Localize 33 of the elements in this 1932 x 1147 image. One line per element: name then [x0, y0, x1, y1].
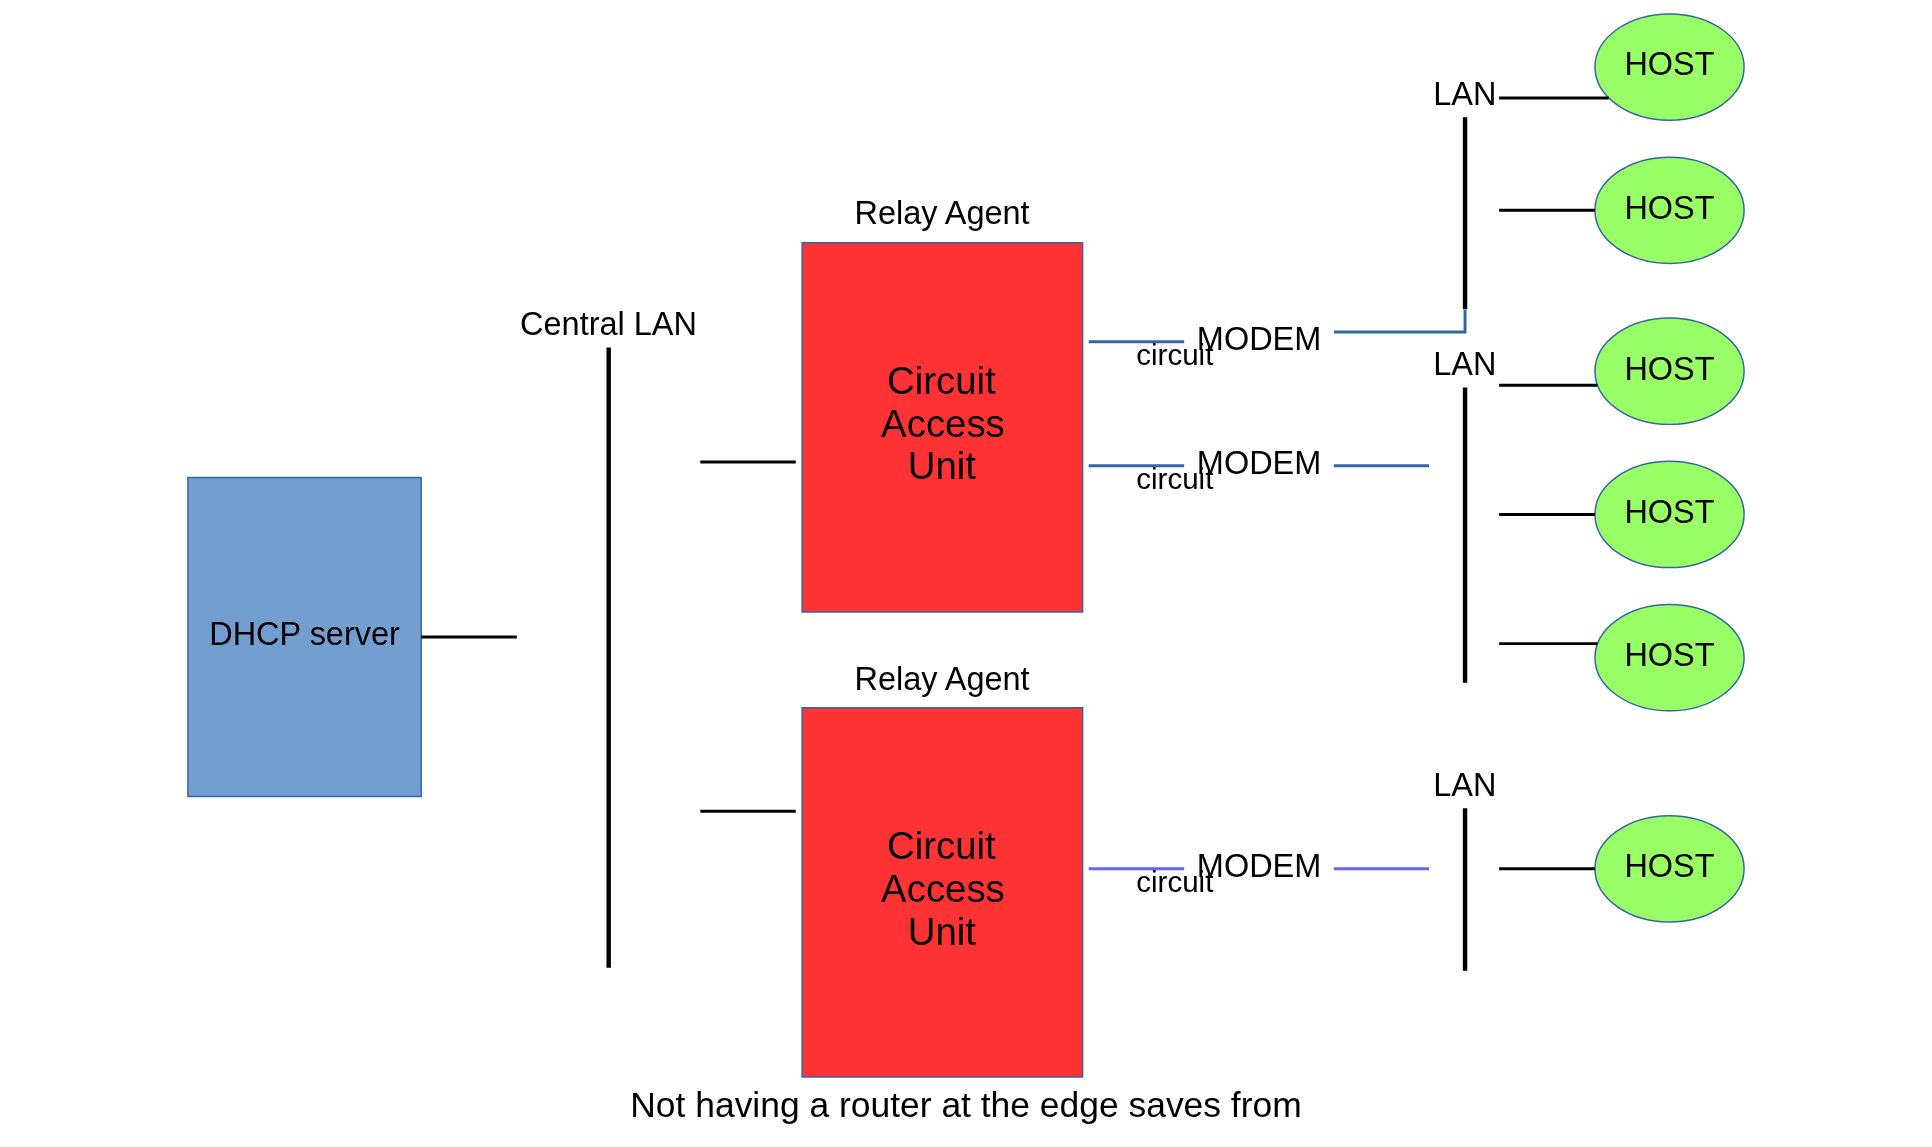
connector	[700, 460, 796, 464]
node-label: Relay Agent	[854, 195, 1030, 232]
node-ellipse: HOST	[1594, 317, 1745, 426]
node-box	[1462, 808, 1468, 971]
connector	[1499, 208, 1595, 212]
connector	[1333, 464, 1430, 468]
connector	[1499, 512, 1595, 516]
connector	[1499, 96, 1609, 100]
node-label: LAN	[1433, 75, 1497, 112]
node-ellipse: HOST	[1594, 603, 1745, 712]
connector	[421, 635, 517, 639]
node-ellipse: HOST	[1594, 156, 1745, 265]
node-box	[1462, 387, 1468, 683]
node-label: Relay Agent	[854, 660, 1030, 697]
node-label: LAN	[1433, 346, 1497, 383]
node-ellipse: HOST	[1594, 460, 1745, 569]
node-box: DHCP server	[187, 476, 422, 798]
connector	[1088, 340, 1185, 344]
connector	[1499, 383, 1598, 387]
node-box	[1462, 117, 1468, 310]
connector	[1088, 867, 1185, 871]
connector	[1499, 867, 1595, 871]
connector	[1088, 464, 1185, 468]
caption: Not having a router at the edge saves from	[630, 1085, 1302, 1126]
node-label: Central LAN	[520, 306, 697, 343]
connector	[700, 809, 796, 813]
node-label: LAN	[1433, 766, 1497, 803]
node-box	[606, 347, 611, 968]
node-ellipse: HOST	[1594, 814, 1745, 923]
connector	[1334, 309, 1467, 334]
node-ellipse: HOST	[1594, 13, 1745, 121]
connector	[1333, 867, 1430, 871]
connector	[1499, 642, 1598, 646]
